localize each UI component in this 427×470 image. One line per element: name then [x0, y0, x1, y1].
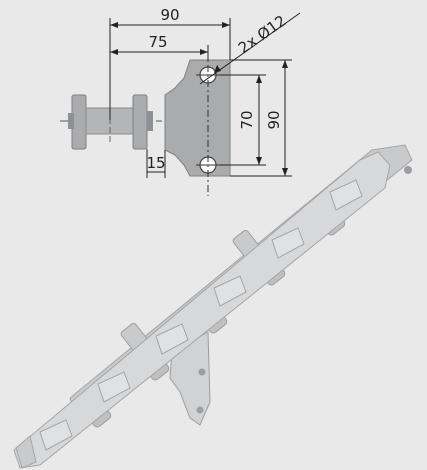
chain-end-plate: [15, 435, 37, 469]
chain-render: [13, 144, 413, 469]
left-pin-head: [68, 113, 74, 129]
link-hole: [404, 166, 412, 174]
dimension-label-pin-offset: 15: [146, 154, 165, 172]
front-link-plate: [155, 323, 189, 355]
right-link-plate: [132, 94, 148, 150]
attachment-hole: [198, 368, 206, 376]
dimension-hole-offset: 75: [110, 33, 209, 60]
front-link-plate: [271, 227, 305, 259]
dimension-label-overall-height: 90: [265, 110, 283, 129]
hole-callout-label: 2x Ø12: [235, 12, 290, 58]
front-link-plate: [39, 419, 73, 451]
bracket-plate: [164, 59, 231, 177]
chain-attachment: [169, 331, 211, 426]
technical-drawing: 90 75 2x Ø12 70 90: [60, 6, 301, 196]
dimension-label-hole-spacing: 70: [238, 110, 256, 129]
dimension-pin-offset: 15: [146, 149, 166, 178]
dimension-overall-width: 90: [109, 6, 231, 120]
attachment-bracket-view: [164, 50, 231, 196]
front-link-plate: [329, 179, 363, 211]
pin-side-view: [60, 94, 162, 150]
attachment-hole: [196, 406, 204, 414]
front-link-plate: [213, 275, 247, 307]
dimension-label-hole-offset: 75: [148, 33, 167, 51]
dimension-hole-spacing: 70: [220, 74, 266, 166]
right-pin-head: [147, 111, 153, 131]
dimension-label-overall-width: 90: [160, 6, 179, 24]
attachment-plate: [169, 331, 211, 426]
front-link-plate: [97, 371, 131, 403]
dimension-overall-height: 90: [230, 59, 292, 177]
leader-arrow: [214, 65, 221, 73]
chain-front-plates: [13, 151, 391, 469]
left-link-plate: [71, 94, 87, 150]
